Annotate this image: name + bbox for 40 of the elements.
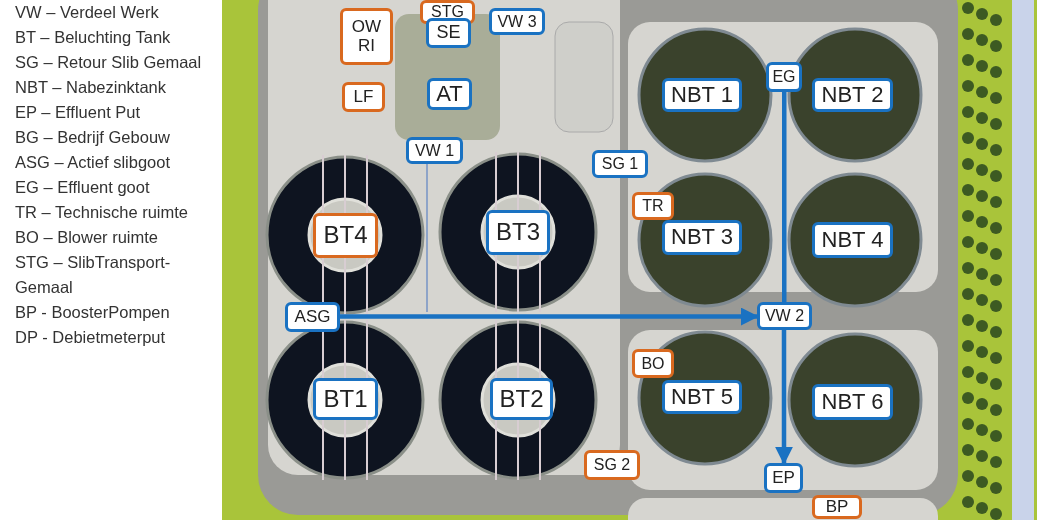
- abbreviation-text: SG – Retour Slib Gemaal: [15, 52, 203, 73]
- abbreviation-text: ASG – Actief slibgoot: [15, 152, 171, 173]
- map-label: NBT 2: [812, 78, 893, 112]
- map-label: LF: [342, 82, 385, 112]
- map-label: OW RI: [340, 8, 393, 65]
- map-label: EG: [766, 62, 802, 92]
- arrow: [775, 330, 793, 465]
- map-label: BT4: [313, 213, 378, 258]
- abbreviation-text: BP - BoosterPompen: [15, 302, 171, 323]
- map-label: SG 2: [584, 450, 640, 480]
- abbreviation-text: BT – Beluchting Tank: [15, 27, 172, 48]
- map-label: VW 1: [406, 137, 463, 164]
- map-label: BT1: [313, 378, 378, 420]
- map-label: BT2: [490, 378, 553, 420]
- map-label: VW 3: [489, 8, 545, 35]
- map-label: VW 2: [757, 302, 812, 330]
- map-label: EP: [764, 463, 803, 493]
- abbreviation-text: NBT – Nabezinktank: [15, 77, 168, 98]
- abbreviation-text: DP - Debietmeterput: [15, 327, 167, 348]
- arrow: [340, 307, 759, 326]
- map-label: NBT 1: [662, 78, 742, 112]
- map-label: ASG: [285, 302, 340, 332]
- abbreviation-text: BG – Bedrijf Gebouw: [15, 127, 171, 148]
- map-label: BO: [632, 349, 674, 378]
- abbreviation-text: BO – Blower ruimte: [15, 227, 160, 248]
- map-label: NBT 4: [812, 222, 893, 258]
- map-label: TR: [632, 192, 674, 220]
- abbreviation-text: VW – Verdeel Werk: [15, 2, 160, 23]
- map-label: SE: [426, 18, 471, 48]
- map-label: AT: [427, 78, 472, 110]
- map-label: NBT 3: [662, 220, 742, 255]
- map-label: NBT 6: [812, 384, 893, 420]
- abbreviation-text: STG – SlibTransport-Gemaal: [15, 252, 172, 298]
- map-label: NBT 5: [662, 380, 742, 414]
- map-label: BT3: [486, 210, 550, 255]
- map-label: SG 1: [592, 150, 648, 178]
- map-label: BP: [812, 495, 862, 519]
- abbreviation-text: TR – Technische ruimte: [15, 202, 190, 223]
- abbreviation-text: EG – Effluent goot: [15, 177, 151, 198]
- abbreviation-text: EP – Effluent Put: [15, 102, 142, 123]
